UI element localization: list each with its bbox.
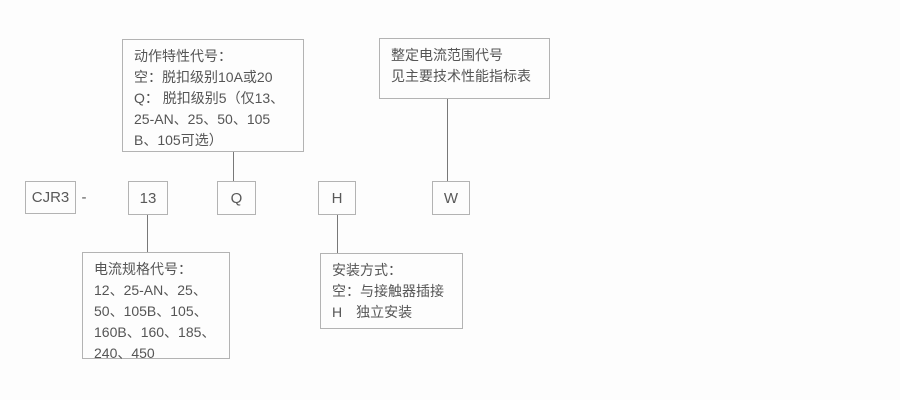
callout-line: 50、105B、105、 [94,303,208,319]
callout-line: 整定电流范围代号 [391,47,503,63]
code-label: 13 [139,189,157,207]
code-box-mounting: H [318,181,356,215]
callout-line: Q： 脱扣级别5（仅13、 [134,90,285,106]
callout-line: 空：脱扣级别10A或20 [134,69,273,85]
code-box-current-spec: 13 [128,181,168,215]
callout-line: 160B、160、185、 [94,324,216,340]
code-label: Q [230,189,243,207]
model-prefix-box: CJR3 [25,181,76,214]
callout-line: 见主要技术性能指标表 [391,68,531,84]
code-label: H [331,189,343,207]
callout-line: 安装方式： [332,262,402,278]
callout-line: H 独立安装 [332,304,413,320]
model-separator: - [77,181,91,214]
callout-current-range: 整定电流范围代号 见主要技术性能指标表 [379,38,550,99]
callout-line: 25-AN、25、50、105 [134,111,271,127]
callout-line: B、105可选） [134,132,223,148]
connector-action-to-q [233,152,234,181]
code-label: W [443,189,459,207]
model-separator-label: - [81,189,87,206]
callout-mounting: 安装方式： 空：与接触器插接 H 独立安装 [320,253,463,329]
callout-line: 240、450 [94,345,155,361]
callout-line: 12、25-AN、25、 [94,282,207,298]
model-prefix-label: CJR3 [31,189,70,206]
callout-line: 空：与接触器插接 [332,283,444,299]
callout-action-characteristic: 动作特性代号： 空：脱扣级别10A或20 Q： 脱扣级别5（仅13、 25-AN… [122,39,304,152]
callout-line: 动作特性代号： [134,48,232,64]
callout-line: 电流规格代号： [94,261,192,277]
connector-range-to-w [447,99,448,181]
connector-13-to-spec [147,215,148,252]
code-box-current-range: W [432,181,470,215]
connector-h-to-mount [337,215,338,253]
code-box-action-characteristic: Q [217,181,256,215]
callout-current-spec: 电流规格代号： 12、25-AN、25、 50、105B、105、 160B、1… [82,252,230,361]
